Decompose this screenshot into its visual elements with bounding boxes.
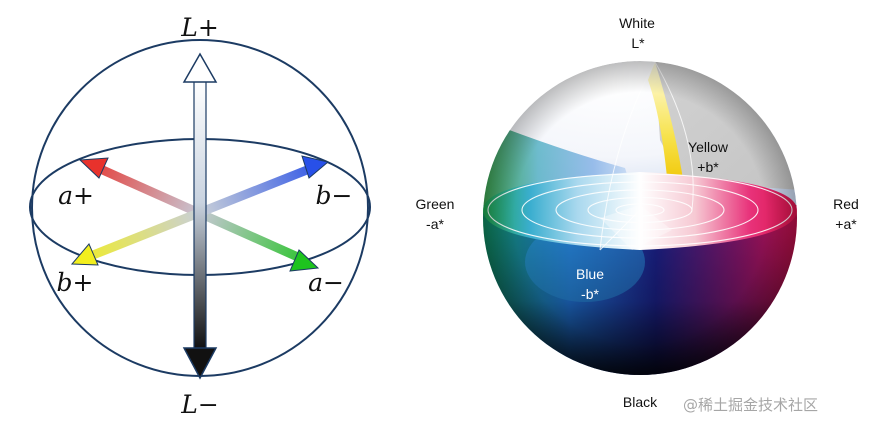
white-label: White bbox=[619, 15, 655, 31]
red-label: Red bbox=[833, 196, 859, 212]
blue-axis-label: -b* bbox=[581, 286, 599, 302]
green-label: Green bbox=[416, 196, 455, 212]
b-minus-arrowhead bbox=[301, 155, 330, 179]
l-plus-label: L+ bbox=[180, 13, 219, 42]
l-minus-arrowhead bbox=[182, 347, 218, 380]
yellow-axis-label: +b* bbox=[697, 159, 719, 175]
l-minus-label: L− bbox=[180, 390, 219, 419]
white-axis-label: L* bbox=[631, 35, 645, 51]
yellow-label: Yellow bbox=[688, 139, 729, 155]
b-minus-label: b− bbox=[316, 181, 353, 210]
lab-sphere-diagram: L+ L− a+ b− b+ a− bbox=[29, 13, 371, 419]
a-plus-arrowhead bbox=[78, 157, 109, 179]
b-plus-arrowhead bbox=[70, 243, 99, 266]
l-plus-arrowhead bbox=[182, 52, 218, 83]
a-plus-label: a+ bbox=[58, 181, 94, 210]
b-plus-label: b+ bbox=[57, 268, 94, 297]
a-minus-label: a− bbox=[308, 268, 344, 297]
blue-label: Blue bbox=[576, 266, 604, 282]
l-axis-arrow bbox=[182, 52, 218, 380]
watermark: @稀土掘金技术社区 bbox=[683, 396, 819, 414]
black-label: Black bbox=[623, 394, 658, 410]
green-axis-label: -a* bbox=[426, 216, 444, 232]
a-minus-arrowhead bbox=[289, 249, 320, 272]
red-axis-label: +a* bbox=[835, 216, 857, 232]
cielab-color-solid: White L* Yellow +b* Green -a* Red +a* Bl… bbox=[416, 15, 859, 410]
